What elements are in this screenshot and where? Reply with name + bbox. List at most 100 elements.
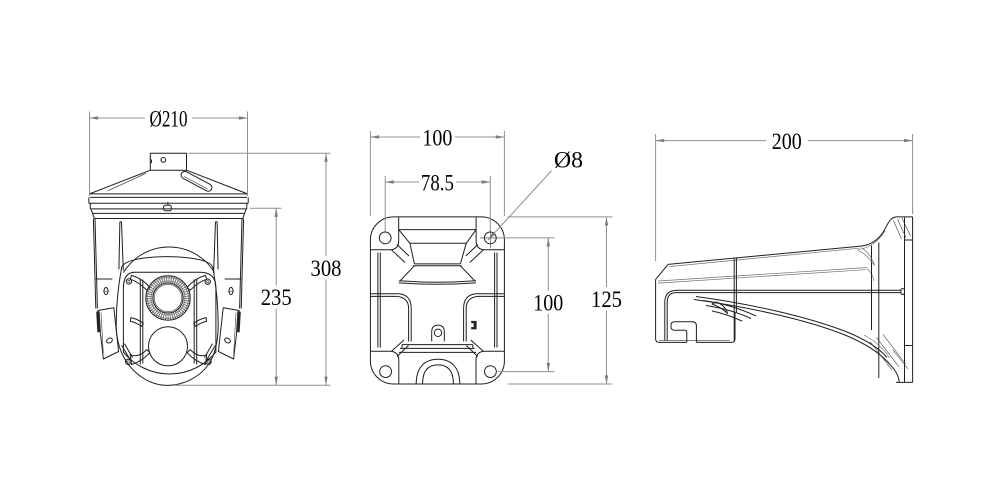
dim-label-hole-diameter: Ø8 bbox=[554, 148, 583, 173]
rim-band-2 bbox=[89, 203, 248, 210]
boss-top-right bbox=[475, 217, 505, 251]
head-inner-rib bbox=[664, 289, 901, 341]
circle-detail bbox=[154, 283, 183, 312]
hook-notch bbox=[670, 321, 697, 343]
mount-plate-rear-view: 100 78.5 Ø8 100 12 bbox=[369, 125, 622, 385]
camera-mount-stub bbox=[149, 152, 188, 171]
top-recess bbox=[398, 229, 477, 285]
rim-latch bbox=[163, 204, 172, 212]
path-detail bbox=[186, 274, 208, 291]
path-detail bbox=[186, 349, 208, 365]
lower-lens-window bbox=[148, 326, 188, 367]
ellipse-detail bbox=[106, 337, 113, 344]
right-pod bbox=[217, 307, 241, 360]
circle-detail bbox=[145, 275, 191, 321]
path-detail bbox=[398, 229, 477, 244]
plate-top-funnel-inner bbox=[858, 230, 886, 251]
path-detail bbox=[183, 176, 208, 190]
dim-diameter-210: Ø210 bbox=[89, 106, 248, 196]
hole-top-left bbox=[378, 231, 392, 245]
leader-o8-line bbox=[487, 170, 552, 241]
dim-span-78-5: 78.5 bbox=[384, 170, 491, 232]
path-detail bbox=[129, 317, 144, 327]
dim-label-diameter-210: Ø210 bbox=[150, 106, 188, 131]
ellipse-detail bbox=[224, 337, 231, 344]
path-detail bbox=[233, 312, 237, 354]
circle-detail bbox=[207, 360, 210, 364]
dim-label-vertical-100: 100 bbox=[533, 291, 563, 316]
path-detail bbox=[139, 278, 144, 365]
leader-hole-diameter: Ø8 bbox=[486, 148, 583, 242]
body-right-edge bbox=[239, 218, 245, 309]
camera-lens bbox=[145, 275, 191, 321]
stub-notch bbox=[150, 158, 153, 164]
hole-bottom-left bbox=[379, 365, 393, 379]
path-detail bbox=[380, 295, 410, 342]
boss-top-left bbox=[370, 217, 400, 251]
dim-width-100: 100 bbox=[369, 125, 505, 216]
path-detail bbox=[96, 311, 101, 333]
wall-plate-back bbox=[896, 216, 914, 383]
path-detail bbox=[193, 278, 198, 365]
rim-band-1 bbox=[88, 197, 249, 204]
rect-detail bbox=[180, 170, 213, 192]
circle-detail bbox=[206, 280, 210, 284]
plate-top-teardrop bbox=[856, 247, 875, 266]
circle-detail bbox=[126, 360, 130, 364]
dim-785-extension-lines bbox=[384, 176, 491, 232]
roof-eaves bbox=[89, 193, 248, 198]
body-left-edge bbox=[92, 218, 98, 309]
dim-height-235: 235 bbox=[250, 207, 292, 386]
boss-bottom-left bbox=[370, 350, 400, 384]
arm-top-inner-edge bbox=[668, 247, 860, 267]
dim-height-125: 125 bbox=[507, 216, 622, 385]
dim-label-span-78-5: 78.5 bbox=[421, 170, 454, 195]
central-cavity bbox=[380, 293, 495, 342]
dim-label-length-200: 200 bbox=[772, 129, 802, 154]
path-detail bbox=[398, 280, 477, 285]
head-block bbox=[655, 279, 736, 343]
under-sweep-thickness bbox=[863, 334, 890, 359]
circle-detail bbox=[127, 279, 131, 283]
circle-detail bbox=[152, 282, 184, 314]
top-boss-ribs bbox=[391, 244, 484, 263]
bottom-arch-inner bbox=[422, 364, 454, 384]
right-arm bbox=[213, 221, 219, 271]
left-arm bbox=[118, 221, 124, 271]
path-detail bbox=[409, 243, 467, 265]
hole-bottom-right bbox=[484, 365, 497, 379]
cavity-clip bbox=[471, 320, 477, 330]
wall-plate-face bbox=[871, 242, 880, 378]
under-bundle bbox=[702, 300, 757, 322]
dim-200-extension-lines bbox=[655, 134, 914, 261]
front-plate bbox=[122, 271, 217, 375]
circle-detail bbox=[147, 277, 189, 319]
under-sweep-inner bbox=[695, 296, 888, 358]
path-detail bbox=[217, 307, 240, 360]
left-pod bbox=[96, 307, 120, 360]
path-detail bbox=[97, 307, 120, 360]
dim-100w-extension-lines bbox=[369, 131, 505, 216]
cavity-tab bbox=[431, 324, 445, 342]
path-detail bbox=[465, 295, 495, 342]
dim-label-height-125: 125 bbox=[591, 287, 622, 312]
side-rails bbox=[377, 252, 498, 348]
dim-label-width-100: 100 bbox=[422, 125, 452, 150]
circle-detail bbox=[204, 278, 211, 285]
path-detail bbox=[193, 317, 208, 327]
ball-housing bbox=[115, 256, 219, 386]
head-right-edges bbox=[733, 258, 737, 341]
dome-camera-front-view: Ø210 308 235 bbox=[88, 106, 342, 386]
rim-band-4 bbox=[92, 213, 245, 219]
plate-outline bbox=[369, 216, 505, 385]
bottom-arch-outer bbox=[415, 358, 461, 384]
path-detail bbox=[129, 349, 151, 365]
rib-end-cap bbox=[900, 288, 906, 296]
path-detail bbox=[236, 311, 241, 333]
roof-slot bbox=[180, 170, 213, 192]
wall-bracket-side-view: 200 bbox=[655, 129, 914, 383]
cavity-tab-hole bbox=[433, 328, 443, 337]
boss-bottom-right bbox=[475, 350, 505, 384]
